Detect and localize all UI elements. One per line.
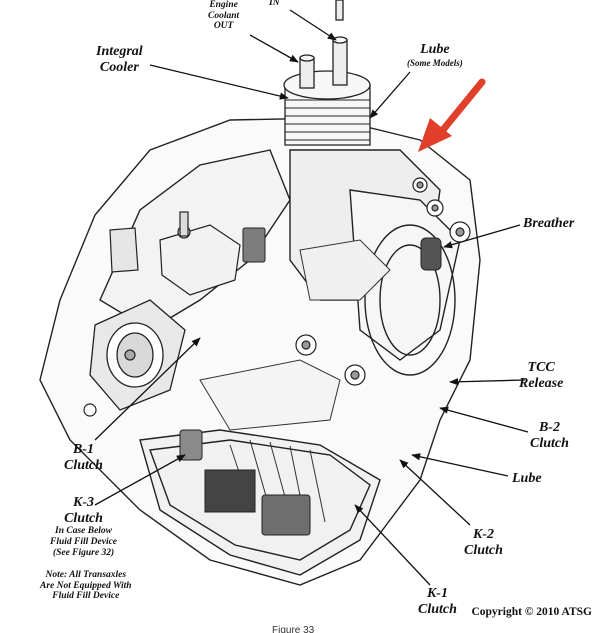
b1-clutch-label: B-1 Clutch (64, 442, 103, 473)
red-pointer-arrow (418, 78, 486, 152)
leader-lines (94, 9, 529, 586)
transaxle-housing (39, 117, 481, 586)
range-switch (109, 211, 241, 296)
transaxle-note: Note: All Transaxles Are Not Equipped Wi… (40, 570, 132, 602)
breather-label: Breather (523, 216, 575, 231)
lube-right-label: Lube (512, 471, 542, 486)
engine-coolant-out-label: Engine Coolant OUT (208, 0, 240, 32)
integral-cooler-label: Integral Cooler (96, 44, 143, 75)
k3-clutch-group: K-3 Clutch In Case Below Fluid Fill Devi… (50, 495, 118, 558)
k1-clutch-label: K-1 Clutch (418, 586, 457, 617)
k3-note-line: Fluid Fill Device (50, 536, 118, 547)
tcc-release-label: TCC Release (519, 360, 564, 391)
k3-note-line: (See Figure 32) (52, 547, 115, 558)
b2-clutch-label: B-2 Clutch (530, 420, 569, 451)
solenoid-blocks (179, 227, 442, 536)
k3-clutch-label: K-3 (73, 495, 95, 510)
bolt-heads (83, 177, 471, 417)
k3-note-line: In Case Below (55, 526, 113, 537)
k2-clutch-label: K-2 Clutch (464, 527, 503, 558)
integral-cooler (283, 0, 371, 146)
lube-top-label: Lube (Some Models) (407, 42, 463, 68)
coolant-in-label: IN (269, 0, 280, 8)
figure-caption: Figure 33 (272, 625, 315, 633)
valve-body-ribs (199, 239, 391, 523)
copyright-text: Copyright © 2010 ATSG (471, 606, 592, 618)
